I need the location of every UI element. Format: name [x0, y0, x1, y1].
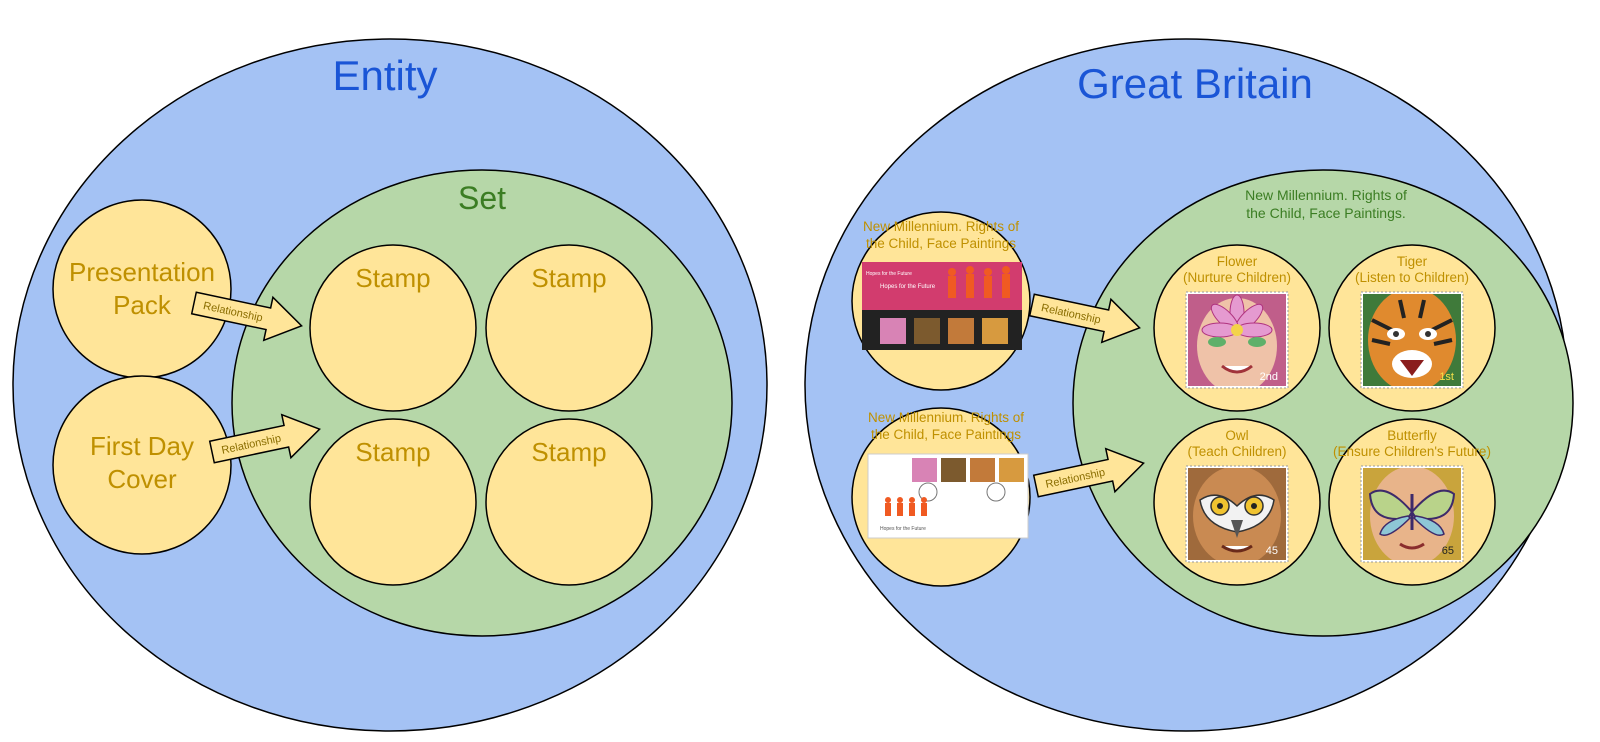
left-diagram: Entity Set Stamp Stamp Stamp Stamp Prese… [12, 38, 768, 732]
set-name: New Millennium. Rights of [1245, 187, 1407, 203]
stamp-node [309, 418, 477, 586]
stamp-subtitle: (Nurture Children) [1183, 270, 1291, 285]
presentation-pack-image: Hopes for the Future Hopes for the Futur… [862, 262, 1022, 350]
svg-text:Hopes for the Future: Hopes for the Future [880, 284, 936, 290]
first-day-cover-image: Hopes for the Future [867, 453, 1029, 539]
stamp-name: Flower [1217, 254, 1258, 269]
entity-title: Entity [332, 52, 437, 99]
stamp-node [485, 244, 653, 412]
first-day-cover-title: the Child, Face Paintings [871, 427, 1021, 442]
svg-text:45: 45 [1266, 545, 1278, 557]
relationship-arrow: Relationship [1028, 293, 1141, 344]
presentation-pack-title: the Child, Face Paintings [866, 236, 1016, 251]
great-britain-title: Great Britain [1077, 60, 1313, 107]
stamp-label: Stamp [355, 263, 430, 293]
first-day-cover-label: First Day [90, 431, 194, 461]
svg-text:Hopes for the Future: Hopes for the Future [866, 271, 912, 277]
right-diagram: Great Britain New Millennium. Rights of … [804, 38, 1574, 732]
flower-face-icon: 2nd [1185, 291, 1289, 389]
presentation-pack-label: Pack [113, 290, 172, 320]
set-name: the Child, Face Paintings. [1246, 205, 1406, 221]
stamp-name: Owl [1225, 428, 1248, 443]
stamp-name: Butterfly [1387, 428, 1437, 443]
owl-face-icon: 45 [1185, 465, 1289, 563]
presentation-pack-node [52, 199, 232, 379]
butterfly-face-icon: 65 [1360, 465, 1464, 563]
tiger-face-icon: 1st [1360, 291, 1464, 389]
stamp-subtitle: (Teach Children) [1187, 444, 1286, 459]
stamp-label: Stamp [531, 263, 606, 293]
stamp-node [485, 418, 653, 586]
stamp-subtitle: (Ensure Children's Future) [1333, 444, 1491, 459]
set-ellipse [231, 169, 733, 637]
set-ellipse [1072, 169, 1574, 637]
presentation-pack-title: New Millennium. Rights of [863, 219, 1019, 234]
first-day-cover-label: Cover [107, 464, 177, 494]
stamp-label: Stamp [531, 437, 606, 467]
svg-text:2nd: 2nd [1260, 371, 1278, 383]
first-day-cover-title: New Millennium. Rights of [868, 410, 1024, 425]
stamp-subtitle: (Listen to Children) [1355, 270, 1469, 285]
svg-text:Hopes for the Future: Hopes for the Future [880, 526, 926, 532]
stamp-node [309, 244, 477, 412]
presentation-pack-label: Presentation [69, 257, 215, 287]
set-title: Set [458, 180, 506, 216]
svg-text:65: 65 [1442, 545, 1454, 557]
svg-text:1st: 1st [1439, 371, 1454, 383]
stamp-name: Tiger [1397, 254, 1428, 269]
stamp-label: Stamp [355, 437, 430, 467]
first-day-cover-node [52, 375, 232, 555]
